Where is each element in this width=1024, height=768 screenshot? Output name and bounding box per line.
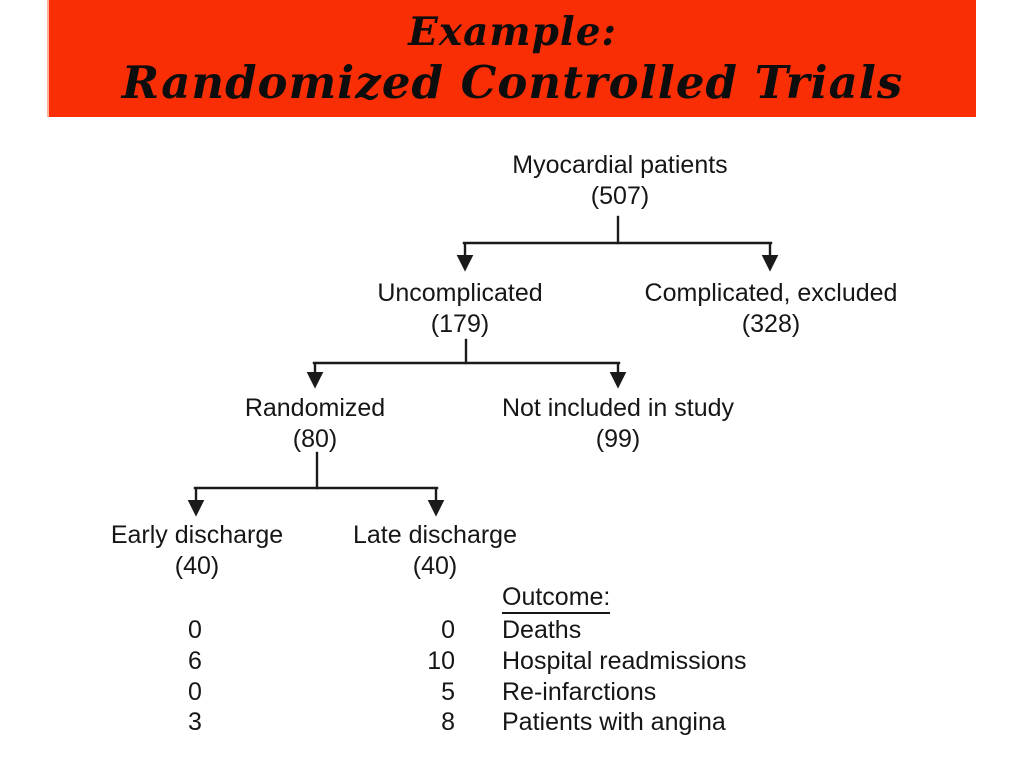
node-count: (328) xyxy=(741,310,801,338)
node-label: Early discharge xyxy=(110,521,284,549)
slide-title-line2: Randomized Controlled Trials xyxy=(121,55,904,109)
outcome-row-re-infarctions: 0 5 Re-infarctions xyxy=(0,677,1024,707)
late-discharge-value: 8 xyxy=(441,708,455,736)
late-discharge-value: 5 xyxy=(441,678,455,706)
flow-node-uncomplicated: Uncomplicated (179) xyxy=(377,278,542,340)
flow-node-myocardial-patients: Myocardial patients (507) xyxy=(512,150,727,212)
node-count: (40) xyxy=(174,552,220,580)
node-count: (179) xyxy=(430,310,490,338)
node-count: (40) xyxy=(412,552,458,580)
title-banner: Example: Randomized Controlled Trials xyxy=(47,0,976,117)
outcome-label: Re-infarctions xyxy=(502,678,657,706)
node-count: (99) xyxy=(595,425,641,453)
node-count: (80) xyxy=(292,425,338,453)
flow-node-early-discharge: Early discharge (40) xyxy=(111,520,283,582)
early-discharge-value: 0 xyxy=(188,616,202,644)
flow-node-randomized: Randomized (80) xyxy=(245,393,385,455)
flow-node-complicated-excluded: Complicated, excluded (328) xyxy=(645,278,898,340)
flow-node-not-included-in-study: Not included in study (99) xyxy=(502,393,734,455)
outcome-row-hospital-readmissions: 6 10 Hospital readmissions xyxy=(0,646,1024,676)
node-count: (507) xyxy=(590,182,650,210)
slide-title-line1: Example: xyxy=(408,8,617,55)
outcome-row-deaths: 0 0 Deaths xyxy=(0,615,1024,645)
node-label: Late discharge xyxy=(352,521,518,549)
flow-node-late-discharge: Late discharge (40) xyxy=(353,520,517,582)
node-label: Complicated, excluded xyxy=(644,279,898,307)
early-discharge-value: 6 xyxy=(188,647,202,675)
outcome-label: Hospital readmissions xyxy=(502,647,747,675)
late-discharge-value: 10 xyxy=(427,647,455,675)
node-label: Myocardial patients xyxy=(512,151,728,179)
node-label: Not included in study xyxy=(501,394,735,422)
outcome-label: Deaths xyxy=(502,616,582,644)
outcome-row-patients-with-angina: 3 8 Patients with angina xyxy=(0,707,1024,737)
early-discharge-value: 3 xyxy=(188,708,202,736)
early-discharge-value: 0 xyxy=(188,678,202,706)
outcome-label: Patients with angina xyxy=(502,708,726,736)
node-label: Uncomplicated xyxy=(377,279,543,307)
late-discharge-value: 0 xyxy=(441,616,455,644)
node-label: Randomized xyxy=(244,394,386,422)
outcome-heading: Outcome: xyxy=(502,583,611,614)
